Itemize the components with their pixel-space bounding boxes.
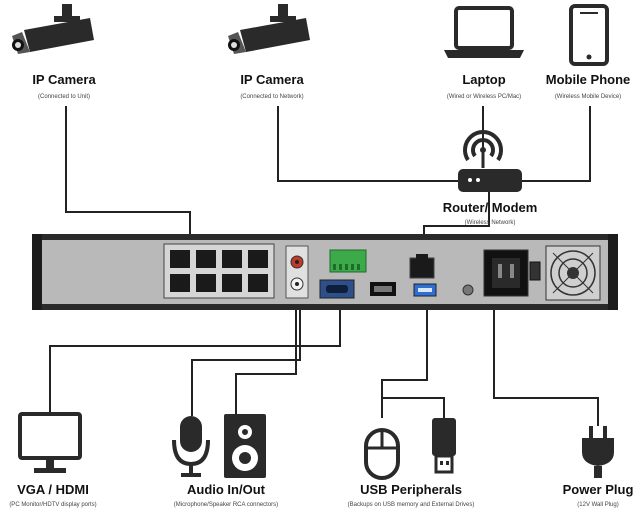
- ip-camera-unit-label: IP Camera: [32, 72, 96, 87]
- connection-lines: [49, 106, 599, 426]
- power-inlet: [483, 249, 529, 297]
- audio-rca-ports: [285, 245, 309, 299]
- mobile-phone-label: Mobile Phone: [545, 72, 631, 87]
- ip-camera-icon: [228, 4, 310, 54]
- power-plug-icon: [582, 426, 614, 478]
- monitor-icon: [18, 412, 82, 473]
- router-sub: (Wireless Network): [464, 220, 516, 226]
- vga-hdmi-label: VGA / HDMI: [17, 482, 89, 497]
- vga-hdmi-sub: (PC Monitor/HDTV display ports): [9, 502, 97, 508]
- mobile-phone-icon: [569, 4, 609, 66]
- line-camera-to-poe: [65, 106, 191, 244]
- router-icon: [458, 130, 522, 192]
- nvr-unit: [32, 234, 618, 310]
- line-phone-to-router: [520, 106, 591, 182]
- poe-port-block: [163, 243, 275, 299]
- mobile-phone-sub: (Wireless Mobile Device): [554, 94, 622, 100]
- line-power-to-plug: [493, 292, 599, 426]
- line-vga-to-monitor: [49, 304, 341, 414]
- ip-camera-unit-sub: (Connected to Unit): [37, 94, 91, 100]
- line-audio-branch-mic: [191, 296, 301, 416]
- usb-label: USB Peripherals: [360, 482, 462, 497]
- vga-port: [319, 279, 355, 299]
- lan-port: [409, 254, 435, 279]
- audio-sub: (Microphone/Speaker RCA connectors): [173, 502, 279, 508]
- usb-drive-icon: [432, 418, 456, 474]
- hdmi-port: [370, 282, 396, 296]
- unit-left-ear: [32, 234, 42, 310]
- mouse-icon: [364, 428, 400, 480]
- usb-sub: (Backups on USB memory and External Driv…: [347, 502, 475, 508]
- ip-camera-icon: [12, 4, 94, 54]
- speaker-icon: [224, 414, 266, 478]
- line-camera-to-router: [277, 106, 460, 182]
- router-label: Router/ Modem: [442, 200, 538, 215]
- power-label: Power Plug: [562, 482, 634, 497]
- ground-screw: [462, 284, 474, 296]
- laptop-icon: [444, 6, 524, 58]
- laptop-label: Laptop: [462, 72, 506, 87]
- fan-grille: [545, 245, 601, 301]
- poe-ports: [170, 250, 268, 292]
- power-switch: [529, 261, 541, 281]
- power-sub: (12V Wall Plug): [577, 502, 619, 508]
- ip-camera-network-label: IP Camera: [240, 72, 304, 87]
- audio-label: Audio In/Out: [187, 482, 265, 497]
- laptop-sub: (Wired or Wireless PC/Mac): [446, 94, 522, 100]
- line-usb-to-drive: [382, 397, 445, 418]
- line-usb-to-peripherals: [381, 300, 428, 418]
- unit-right-ear: [608, 234, 618, 310]
- alarm-terminal-block: [329, 249, 367, 273]
- line-audio-to-speaker: [235, 296, 297, 414]
- microphone-icon: [172, 416, 210, 477]
- usb-port: [413, 283, 437, 297]
- ip-camera-network-sub: (Connected to Network): [240, 94, 304, 100]
